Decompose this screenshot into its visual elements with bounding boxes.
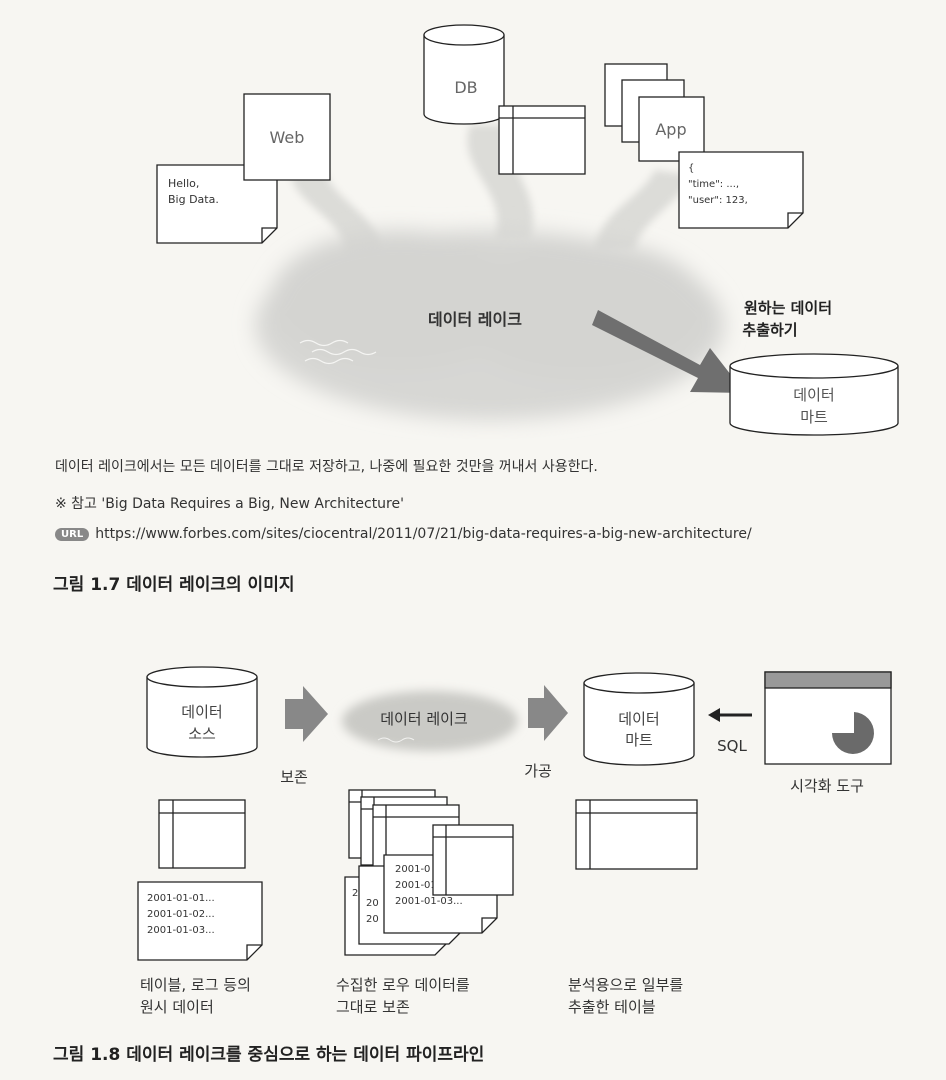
app-label: App: [655, 120, 686, 139]
json-document-icon: { "time": ..., "user": 123,: [678, 151, 804, 229]
column-3-label-line-1: 분석용으로 일부를: [568, 976, 683, 994]
figure-description: 데이터 레이크에서는 모든 데이터를 그대로 저장하고, 나중에 필요한 것만을…: [55, 459, 598, 475]
water-ripples-small: [377, 737, 415, 743]
visualization-label: 시각화 도구: [790, 777, 864, 795]
preserve-label: 보존: [280, 768, 308, 786]
mart-label-line-2: 마트: [800, 408, 828, 426]
url-badge: URL: [55, 527, 90, 541]
data-lake-cloud: [255, 230, 725, 420]
app-window-stack-icon: App: [604, 63, 705, 162]
extracted-table-icon: [575, 799, 698, 870]
preserve-arrow-icon: [285, 686, 328, 742]
extract-label-line-1: 원하는 데이터: [744, 299, 832, 317]
reference-note: ※ 참고 'Big Data Requires a Big, New Archi…: [55, 496, 404, 512]
source-label-line-2: 소스: [188, 725, 216, 743]
column-1-label-line-2: 원시 데이터: [140, 998, 214, 1016]
lake-label-small: 데이터 레이크: [380, 710, 468, 728]
process-arrow-icon: [528, 685, 568, 741]
water-ripples: [299, 339, 377, 365]
json-line-2: "time": ...,: [688, 179, 739, 190]
web-label: Web: [270, 128, 305, 147]
reference-url-row: URL https://www.forbes.com/sites/ciocentr…: [55, 526, 752, 542]
extract-arrow: [592, 310, 745, 393]
column-2-label-line-2: 그대로 보존: [336, 998, 410, 1016]
stack-log-row-3: 2001-01-03...: [395, 896, 463, 907]
stack-log-row-1: 2001-0: [395, 864, 430, 875]
data-source-icon: 데이터 소스: [146, 666, 258, 758]
data-lake-cloud-small: [342, 691, 518, 751]
stack-partial-1: 2: [352, 888, 358, 899]
stack-partial-2: 20: [366, 898, 379, 909]
raw-log-row-3: 2001-01-03...: [147, 925, 215, 936]
sql-label: SQL: [717, 737, 747, 755]
raw-table-icon: [158, 799, 246, 869]
web-page-icon: Web: [243, 93, 331, 181]
table-icon: [498, 105, 586, 175]
front-table-icon: [432, 824, 514, 896]
stack-log-row-2: 2001-01-02...: [395, 880, 463, 891]
figure-caption-1-7: 그림 1.7 데이터 레이크의 이미지: [53, 575, 295, 595]
column-1-label-line-1: 테이블, 로그 등의: [140, 976, 251, 994]
raw-log-document-icon: 2001-01-01... 2001-01-02... 2001-01-03..…: [137, 881, 263, 961]
db-label: DB: [454, 78, 477, 97]
reference-url[interactable]: https://www.forbes.com/sites/ciocentral/…: [95, 526, 752, 542]
column-3-label-line-2: 추출한 테이블: [568, 998, 656, 1016]
hello-line-2: Big Data.: [168, 193, 219, 206]
json-line-3: "user": 123,: [688, 195, 748, 206]
source-label-line-1: 데이터: [181, 703, 222, 721]
sql-arrow-icon: [708, 708, 752, 722]
pie-chart-icon: [832, 712, 874, 754]
raw-log-row-1: 2001-01-01...: [147, 893, 215, 904]
database-icon: DB: [423, 24, 505, 125]
mart-small-label-line-2: 마트: [625, 731, 653, 749]
process-label: 가공: [524, 762, 552, 780]
mart-small-label-line-1: 데이터: [618, 710, 659, 728]
stack-partial-3: 20: [366, 914, 379, 925]
extract-label-line-2: 추출하기: [742, 321, 797, 339]
column-2-label-line-1: 수집한 로우 데이터를: [336, 976, 470, 994]
json-line-1: {: [688, 163, 694, 174]
raw-log-row-2: 2001-01-02...: [147, 909, 215, 920]
visualization-tool-icon: [764, 671, 892, 765]
mart-label-line-1: 데이터: [793, 386, 834, 404]
figure-data-pipeline: 데이터 소스 보존 데이터 레이크 가공 데이터 마트 SQL 시각화 도구: [137, 666, 892, 1016]
figure-data-lake-image: 데이터 레이크 Hello, Big Data. Web DB App { "t…: [156, 24, 899, 436]
figure-caption-1-8: 그림 1.8 데이터 레이크를 중심으로 하는 데이터 파이프라인: [53, 1045, 485, 1065]
data-mart-icon: 데이터 마트: [729, 353, 899, 436]
data-mart-small-icon: 데이터 마트: [583, 672, 695, 766]
hello-line-1: Hello,: [168, 177, 199, 190]
lake-label: 데이터 레이크: [428, 310, 522, 329]
